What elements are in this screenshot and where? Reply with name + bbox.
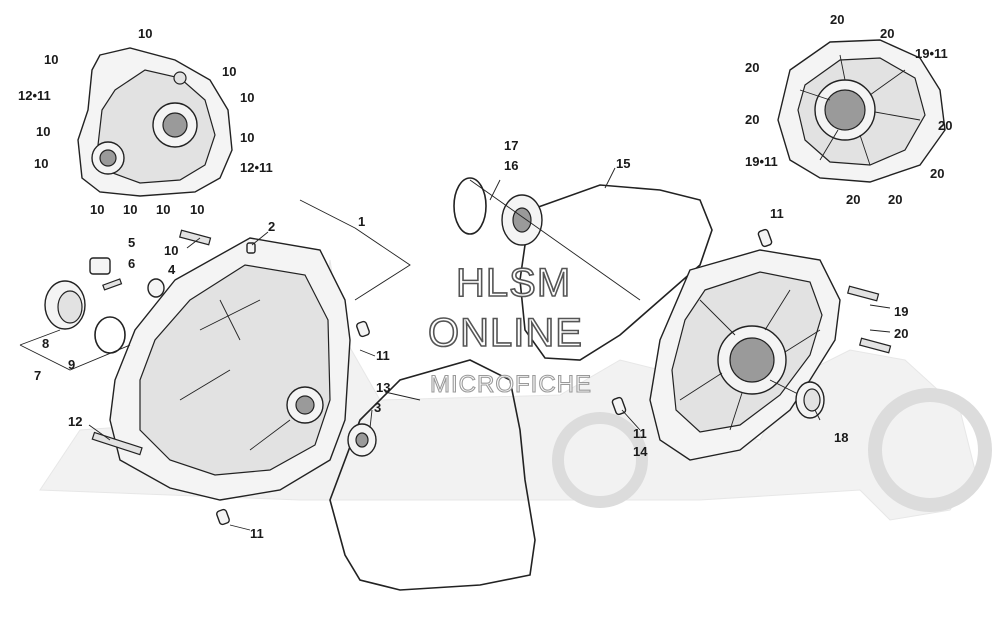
- small-parts: [44, 177, 892, 526]
- clutch-cover: [649, 249, 841, 461]
- watermark-line-1: HLSM: [456, 261, 571, 305]
- callout-10: 10: [240, 130, 254, 145]
- callout-11: 11: [376, 348, 390, 363]
- callout-8: 8: [42, 336, 49, 351]
- callout-20: 20: [894, 326, 908, 341]
- callout-12: 12: [68, 414, 82, 429]
- callout-10: 10: [164, 243, 178, 258]
- callout-10: 10: [123, 202, 137, 217]
- callout-19: 19: [894, 304, 908, 319]
- callout-3: 3: [374, 400, 381, 415]
- callout-17: 17: [504, 138, 518, 153]
- callout-19-11: 19•11: [745, 154, 778, 169]
- drive-cover: [777, 39, 946, 183]
- callout-20: 20: [745, 112, 759, 127]
- callout-11: 11: [250, 526, 264, 541]
- callout-15: 15: [616, 156, 630, 171]
- gasket-13: [329, 359, 536, 591]
- callout-10: 10: [90, 202, 104, 217]
- callout-20: 20: [880, 26, 894, 41]
- callout-20: 20: [888, 192, 902, 207]
- watermark: HLSM ONLINE MICROFICHE: [427, 260, 592, 398]
- callout-7: 7: [34, 368, 41, 383]
- watermark-line-2: ONLINE: [428, 311, 583, 355]
- callout-12-11: 12•11: [18, 88, 51, 103]
- leader-lines: [19, 167, 891, 531]
- callout-11: 11: [633, 426, 647, 441]
- callout-19-11: 19•11: [915, 46, 948, 61]
- crankcase-cover: [109, 237, 351, 501]
- callout-10: 10: [156, 202, 170, 217]
- callout-20: 20: [830, 12, 844, 27]
- callout-20: 20: [938, 118, 952, 133]
- gasket-15: [519, 184, 713, 361]
- callout-13: 13: [376, 380, 390, 395]
- callout-4: 4: [168, 262, 176, 277]
- callout-16: 16: [504, 158, 518, 173]
- callout-12-11: 12•11: [240, 160, 273, 175]
- magneto-cover: [77, 47, 233, 197]
- callout-18: 18: [834, 430, 848, 445]
- callout-10: 10: [138, 26, 152, 41]
- callout-10: 10: [36, 124, 50, 139]
- callout-20: 20: [930, 166, 944, 181]
- callout-9: 9: [68, 357, 75, 372]
- callout-6: 6: [128, 256, 135, 271]
- callout-20: 20: [745, 60, 759, 75]
- callout-11: 11: [770, 206, 784, 221]
- callout-20: 20: [846, 192, 860, 207]
- watermark-line-3: MICROFICHE: [430, 371, 592, 398]
- callout-10: 10: [222, 64, 236, 79]
- callout-14: 14: [633, 444, 648, 459]
- callout-5: 5: [128, 235, 135, 250]
- callout-1: 1: [358, 214, 365, 229]
- callout-2: 2: [268, 219, 275, 234]
- callout-10: 10: [190, 202, 204, 217]
- callouts: 10 10 10 12•11 10 10 10 10 12•11 10 10 1…: [18, 12, 952, 541]
- callout-10: 10: [240, 90, 254, 105]
- callout-10: 10: [44, 52, 58, 67]
- callout-10: 10: [34, 156, 48, 171]
